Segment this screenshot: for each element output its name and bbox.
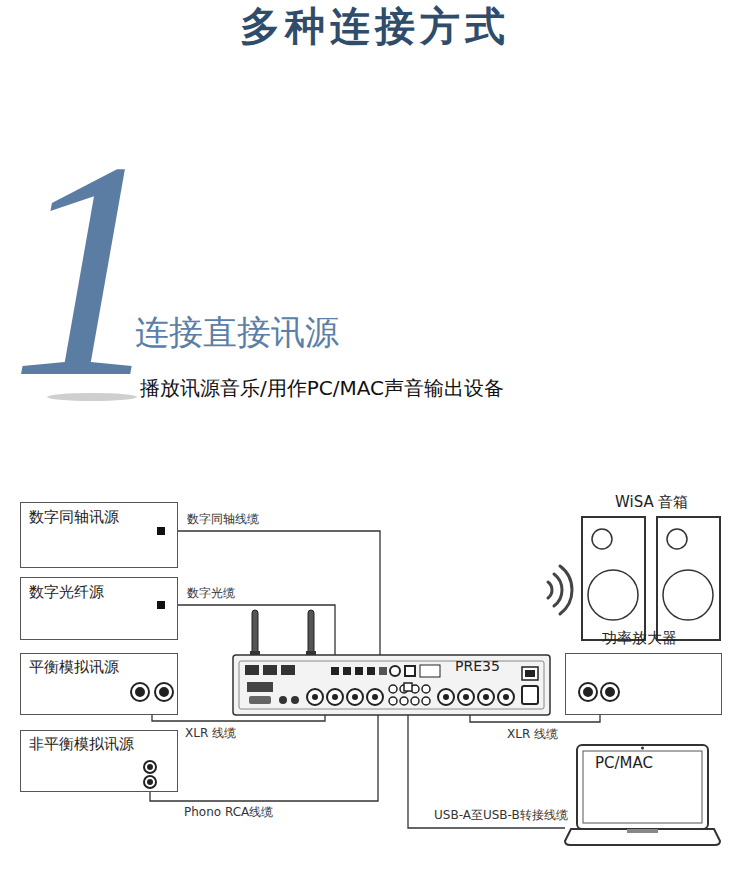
cable-connector <box>470 715 600 722</box>
node-heading: 功率放大器 <box>602 629 677 647</box>
cable-label: 数字光缆 <box>185 586 237 600</box>
wisa-speakers: WiSA 音箱 <box>582 517 720 640</box>
cable-connector <box>152 715 325 721</box>
source-box: 数字同轴讯源 <box>20 502 178 568</box>
cable-connector <box>150 715 378 801</box>
node-label: PC/MAC <box>595 754 653 772</box>
rca-jacks <box>144 761 156 788</box>
optical-jack <box>157 601 165 609</box>
coax-jack <box>157 527 165 535</box>
cable-label: XLR 线缆 <box>183 726 238 740</box>
device-drawing <box>233 655 550 715</box>
wireless-waves <box>548 566 572 614</box>
speakers-drawing <box>582 517 720 640</box>
cable-label: XLR 线缆 <box>505 727 560 741</box>
node-label: 平衡模拟讯源 <box>29 658 119 676</box>
cable-label: USB-A至USB-B转接线缆 <box>432 808 570 822</box>
node-label: 数字同轴讯源 <box>29 508 119 526</box>
node-heading: WiSA 音箱 <box>615 493 689 511</box>
cable-label: 数字同轴线缆 <box>185 512 261 526</box>
power-amplifier: 功率放大器 <box>565 653 722 715</box>
page-title: 多种连接方式 <box>0 2 750 50</box>
section-subtitle: 播放讯源音乐/用作PC/MAC声音输出设备 <box>140 376 504 400</box>
source-box: 平衡模拟讯源 <box>20 653 178 715</box>
source-box: 非平衡模拟讯源 <box>20 730 178 792</box>
preamp-device: PRE35 <box>233 655 550 715</box>
cable-connector <box>178 531 380 655</box>
node-label: 数字光纤源 <box>29 583 104 601</box>
model-name: PRE35 <box>455 658 500 675</box>
source-box: 数字光纤源 <box>20 577 178 640</box>
laptop: PC/MAC <box>565 745 720 845</box>
cable-label: Phono RCA线缆 <box>182 805 275 819</box>
node-label: 非平衡模拟讯源 <box>29 735 134 753</box>
section-heading: 连接直接讯源 <box>135 312 339 353</box>
